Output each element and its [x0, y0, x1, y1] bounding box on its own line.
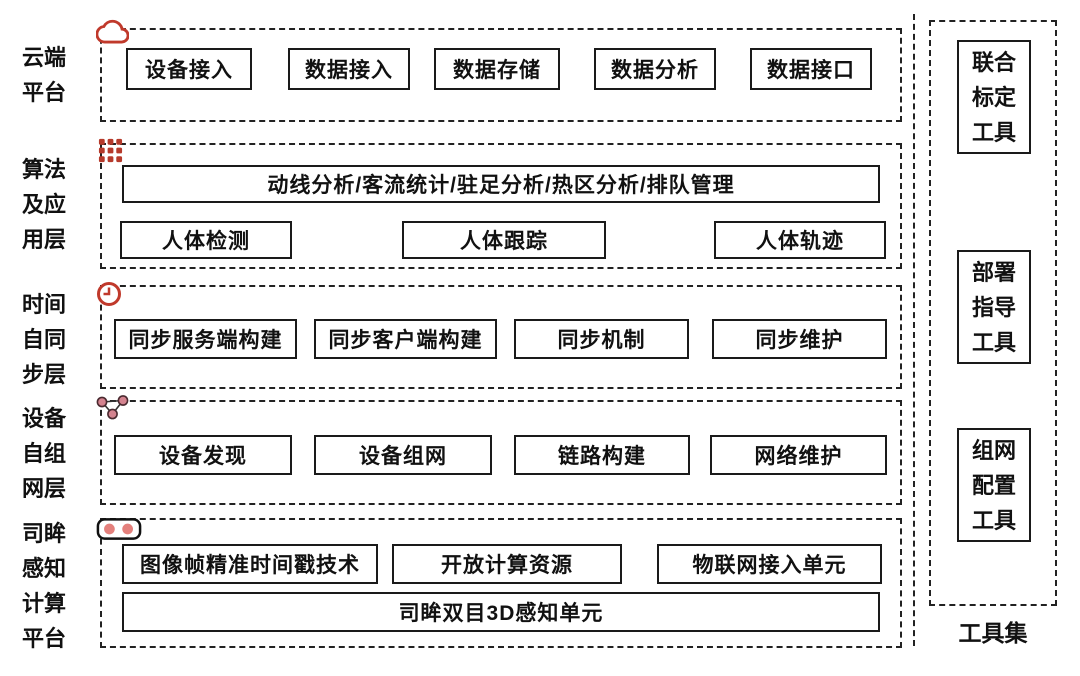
diagram-box: 数据分析 — [594, 48, 716, 90]
diagram-banner: 司眸双目3D感知单元 — [122, 592, 880, 632]
tool-line: 标定 — [971, 84, 1016, 110]
tool-line: 配置 — [971, 472, 1016, 498]
label-line: 自同 — [21, 327, 66, 352]
label-line: 云端 — [21, 45, 66, 70]
label-line: 自组 — [21, 441, 66, 466]
diagram-box: 网络维护 — [710, 435, 887, 475]
tool-line: 指导 — [971, 294, 1016, 320]
simou-platform-container: 图像帧精准时间戳技术 开放计算资源 物联网接入单元 司眸双目3D感知单元 — [100, 518, 902, 648]
tool-joint-calibration: 联合 标定 工具 — [957, 40, 1031, 154]
toolset-container: 联合 标定 工具 部署 指导 工具 组网 配置 工具 — [929, 20, 1057, 606]
label-device-network-layer: 设备 自组 网层 — [12, 401, 76, 506]
tool-line: 工具 — [971, 329, 1016, 355]
label-line: 计算 — [21, 591, 66, 616]
diagram-box: 设备组网 — [314, 435, 492, 475]
label-line: 平台 — [21, 80, 66, 105]
tool-line: 工具 — [971, 507, 1016, 533]
label-simou-platform: 司眸 感知 计算 平台 — [12, 516, 76, 656]
cloud-platform-container: 设备接入 数据接入 数据存储 数据分析 数据接口 — [100, 28, 902, 122]
tool-network-config: 组网 配置 工具 — [957, 428, 1031, 542]
toolset-caption: 工具集 — [958, 620, 1028, 646]
diagram-box: 同步机制 — [514, 319, 689, 359]
label-time-sync-layer: 时间 自同 步层 — [12, 287, 76, 392]
label-line: 平台 — [21, 626, 66, 651]
algorithm-layer-container: 动线分析/客流统计/驻足分析/热区分析/排队管理 人体检测 人体跟踪 人体轨迹 — [100, 143, 902, 269]
label-line: 时间 — [21, 292, 66, 317]
network-icon — [95, 395, 131, 423]
tool-line: 工具 — [971, 119, 1016, 145]
diagram-box: 设备接入 — [126, 48, 252, 90]
clock-icon — [95, 280, 123, 308]
diagram-box: 数据接口 — [750, 48, 872, 90]
tool-line: 部署 — [971, 259, 1016, 285]
diagram-box: 人体轨迹 — [714, 221, 886, 259]
label-line: 设备 — [21, 406, 66, 431]
diagram-box: 同步服务端构建 — [114, 319, 297, 359]
label-line: 感知 — [21, 556, 66, 581]
stereo-camera-icon — [96, 517, 142, 541]
label-line: 算法 — [21, 157, 66, 182]
label-line: 及应 — [21, 192, 66, 217]
time-sync-container: 同步服务端构建 同步客户端构建 同步机制 同步维护 — [100, 285, 902, 389]
cloud-icon — [95, 18, 130, 44]
diagram-box: 物联网接入单元 — [657, 544, 882, 584]
label-line: 步层 — [21, 362, 66, 387]
diagram-box: 数据接入 — [288, 48, 410, 90]
diagram-box: 同步维护 — [712, 319, 887, 359]
diagram-box: 数据存储 — [434, 48, 560, 90]
diagram-box: 人体跟踪 — [402, 221, 606, 259]
label-line: 网层 — [21, 476, 66, 501]
diagram-box: 开放计算资源 — [392, 544, 622, 584]
label-line: 司眸 — [21, 521, 66, 546]
label-cloud-platform: 云端 平台 — [12, 40, 76, 110]
diagram-banner: 动线分析/客流统计/驻足分析/热区分析/排队管理 — [122, 165, 880, 203]
tool-line: 联合 — [971, 49, 1016, 75]
diagram-box: 同步客户端构建 — [314, 319, 497, 359]
diagram-box: 设备发现 — [114, 435, 292, 475]
device-network-container: 设备发现 设备组网 链路构建 网络维护 — [100, 400, 902, 505]
diagram-box: 人体检测 — [120, 221, 292, 259]
diagram-box: 图像帧精准时间戳技术 — [122, 544, 378, 584]
app-grid-icon — [97, 137, 124, 164]
label-line: 用层 — [21, 227, 66, 252]
label-algorithm-layer: 算法 及应 用层 — [12, 152, 76, 257]
tool-line: 组网 — [971, 437, 1016, 463]
tool-deployment-guide: 部署 指导 工具 — [957, 250, 1031, 364]
diagram-box: 链路构建 — [514, 435, 690, 475]
section-divider — [913, 14, 915, 646]
